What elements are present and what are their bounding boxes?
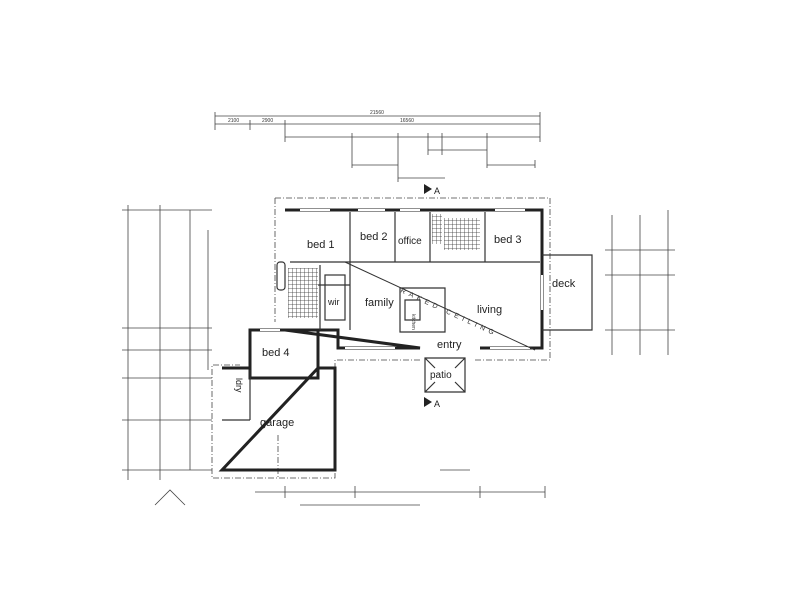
room-family: family: [365, 297, 394, 309]
room-bed-3: bed 3: [494, 234, 522, 246]
room-patio: patio: [430, 370, 452, 381]
north-arrow: [154, 489, 186, 506]
room-labels: bed 1 bed 2 office bed 3 deck family liv…: [234, 231, 576, 429]
left-dimensions: [122, 205, 212, 480]
room-bed-2: bed 2: [360, 231, 388, 243]
room-garage: garage: [260, 417, 294, 429]
room-wir: wir: [327, 297, 340, 307]
room-bed-4: bed 4: [262, 347, 290, 359]
bottom-dimensions: [255, 469, 546, 506]
section-marker-top: A: [424, 184, 440, 196]
dimension-offset-2: 2900: [262, 118, 273, 124]
room-living: living: [477, 304, 502, 316]
room-kitchen: kitchen: [410, 314, 416, 330]
svg-text:A: A: [434, 186, 440, 196]
right-dimensions: [605, 210, 675, 355]
room-deck: deck: [552, 278, 576, 290]
raked-ceiling-line: [344, 261, 536, 351]
room-ldry: ldry: [234, 378, 244, 393]
top-dimensions: 21560 2100 2900 16560: [214, 110, 541, 182]
dimension-main: 16560: [400, 118, 414, 124]
svg-text:A: A: [434, 399, 440, 409]
dimension-offset-1: 2100: [228, 118, 239, 124]
room-office: office: [398, 236, 422, 247]
dimension-overall: 21560: [370, 110, 384, 116]
room-entry: entry: [437, 339, 462, 351]
section-marker-bottom: A: [424, 397, 440, 409]
walls: [218, 208, 593, 472]
room-bed-1: bed 1: [307, 239, 335, 251]
